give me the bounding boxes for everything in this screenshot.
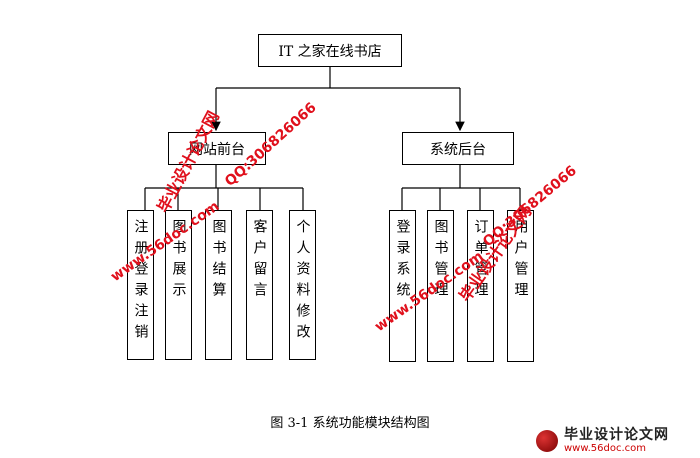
back-child-node: 订单管理 <box>467 210 494 362</box>
back-child-label: 用户管理 <box>512 219 529 303</box>
logo-url: www.56doc.com <box>564 443 647 455</box>
front-child-node: 注册登录注销 <box>127 210 154 360</box>
front-node-label: 网站前台 <box>189 141 245 158</box>
front-child-node: 图书结算 <box>205 210 232 360</box>
root-node-label: IT 之家在线书店 <box>278 43 382 60</box>
figure-caption: 图 3-1 系统功能模块结构图 <box>270 416 430 431</box>
front-child-label: 个人资料修改 <box>294 219 311 345</box>
back-child-label: 登录系统 <box>394 219 411 303</box>
logo-title: 毕业设计论文网 <box>564 426 669 443</box>
back-node-label: 系统后台 <box>430 141 486 158</box>
back-child-label: 图书管理 <box>432 219 449 303</box>
back-child-node: 登录系统 <box>389 210 416 362</box>
root-node: IT 之家在线书店 <box>258 34 402 67</box>
back-node: 系统后台 <box>402 132 514 165</box>
front-child-label: 图书结算 <box>210 219 227 303</box>
front-child-node: 客户留言 <box>246 210 273 360</box>
site-logo: 毕业设计论文网 www.56doc.com <box>536 424 700 458</box>
logo-globe-icon <box>536 430 558 452</box>
front-child-label: 图书展示 <box>170 219 187 303</box>
back-child-node: 图书管理 <box>427 210 454 362</box>
front-child-node: 个人资料修改 <box>289 210 316 360</box>
front-child-label: 注册登录注销 <box>132 219 149 345</box>
front-child-node: 图书展示 <box>165 210 192 360</box>
front-child-label: 客户留言 <box>251 219 268 303</box>
back-child-label: 订单管理 <box>472 219 489 303</box>
front-node: 网站前台 <box>168 132 266 165</box>
back-child-node: 用户管理 <box>507 210 534 362</box>
